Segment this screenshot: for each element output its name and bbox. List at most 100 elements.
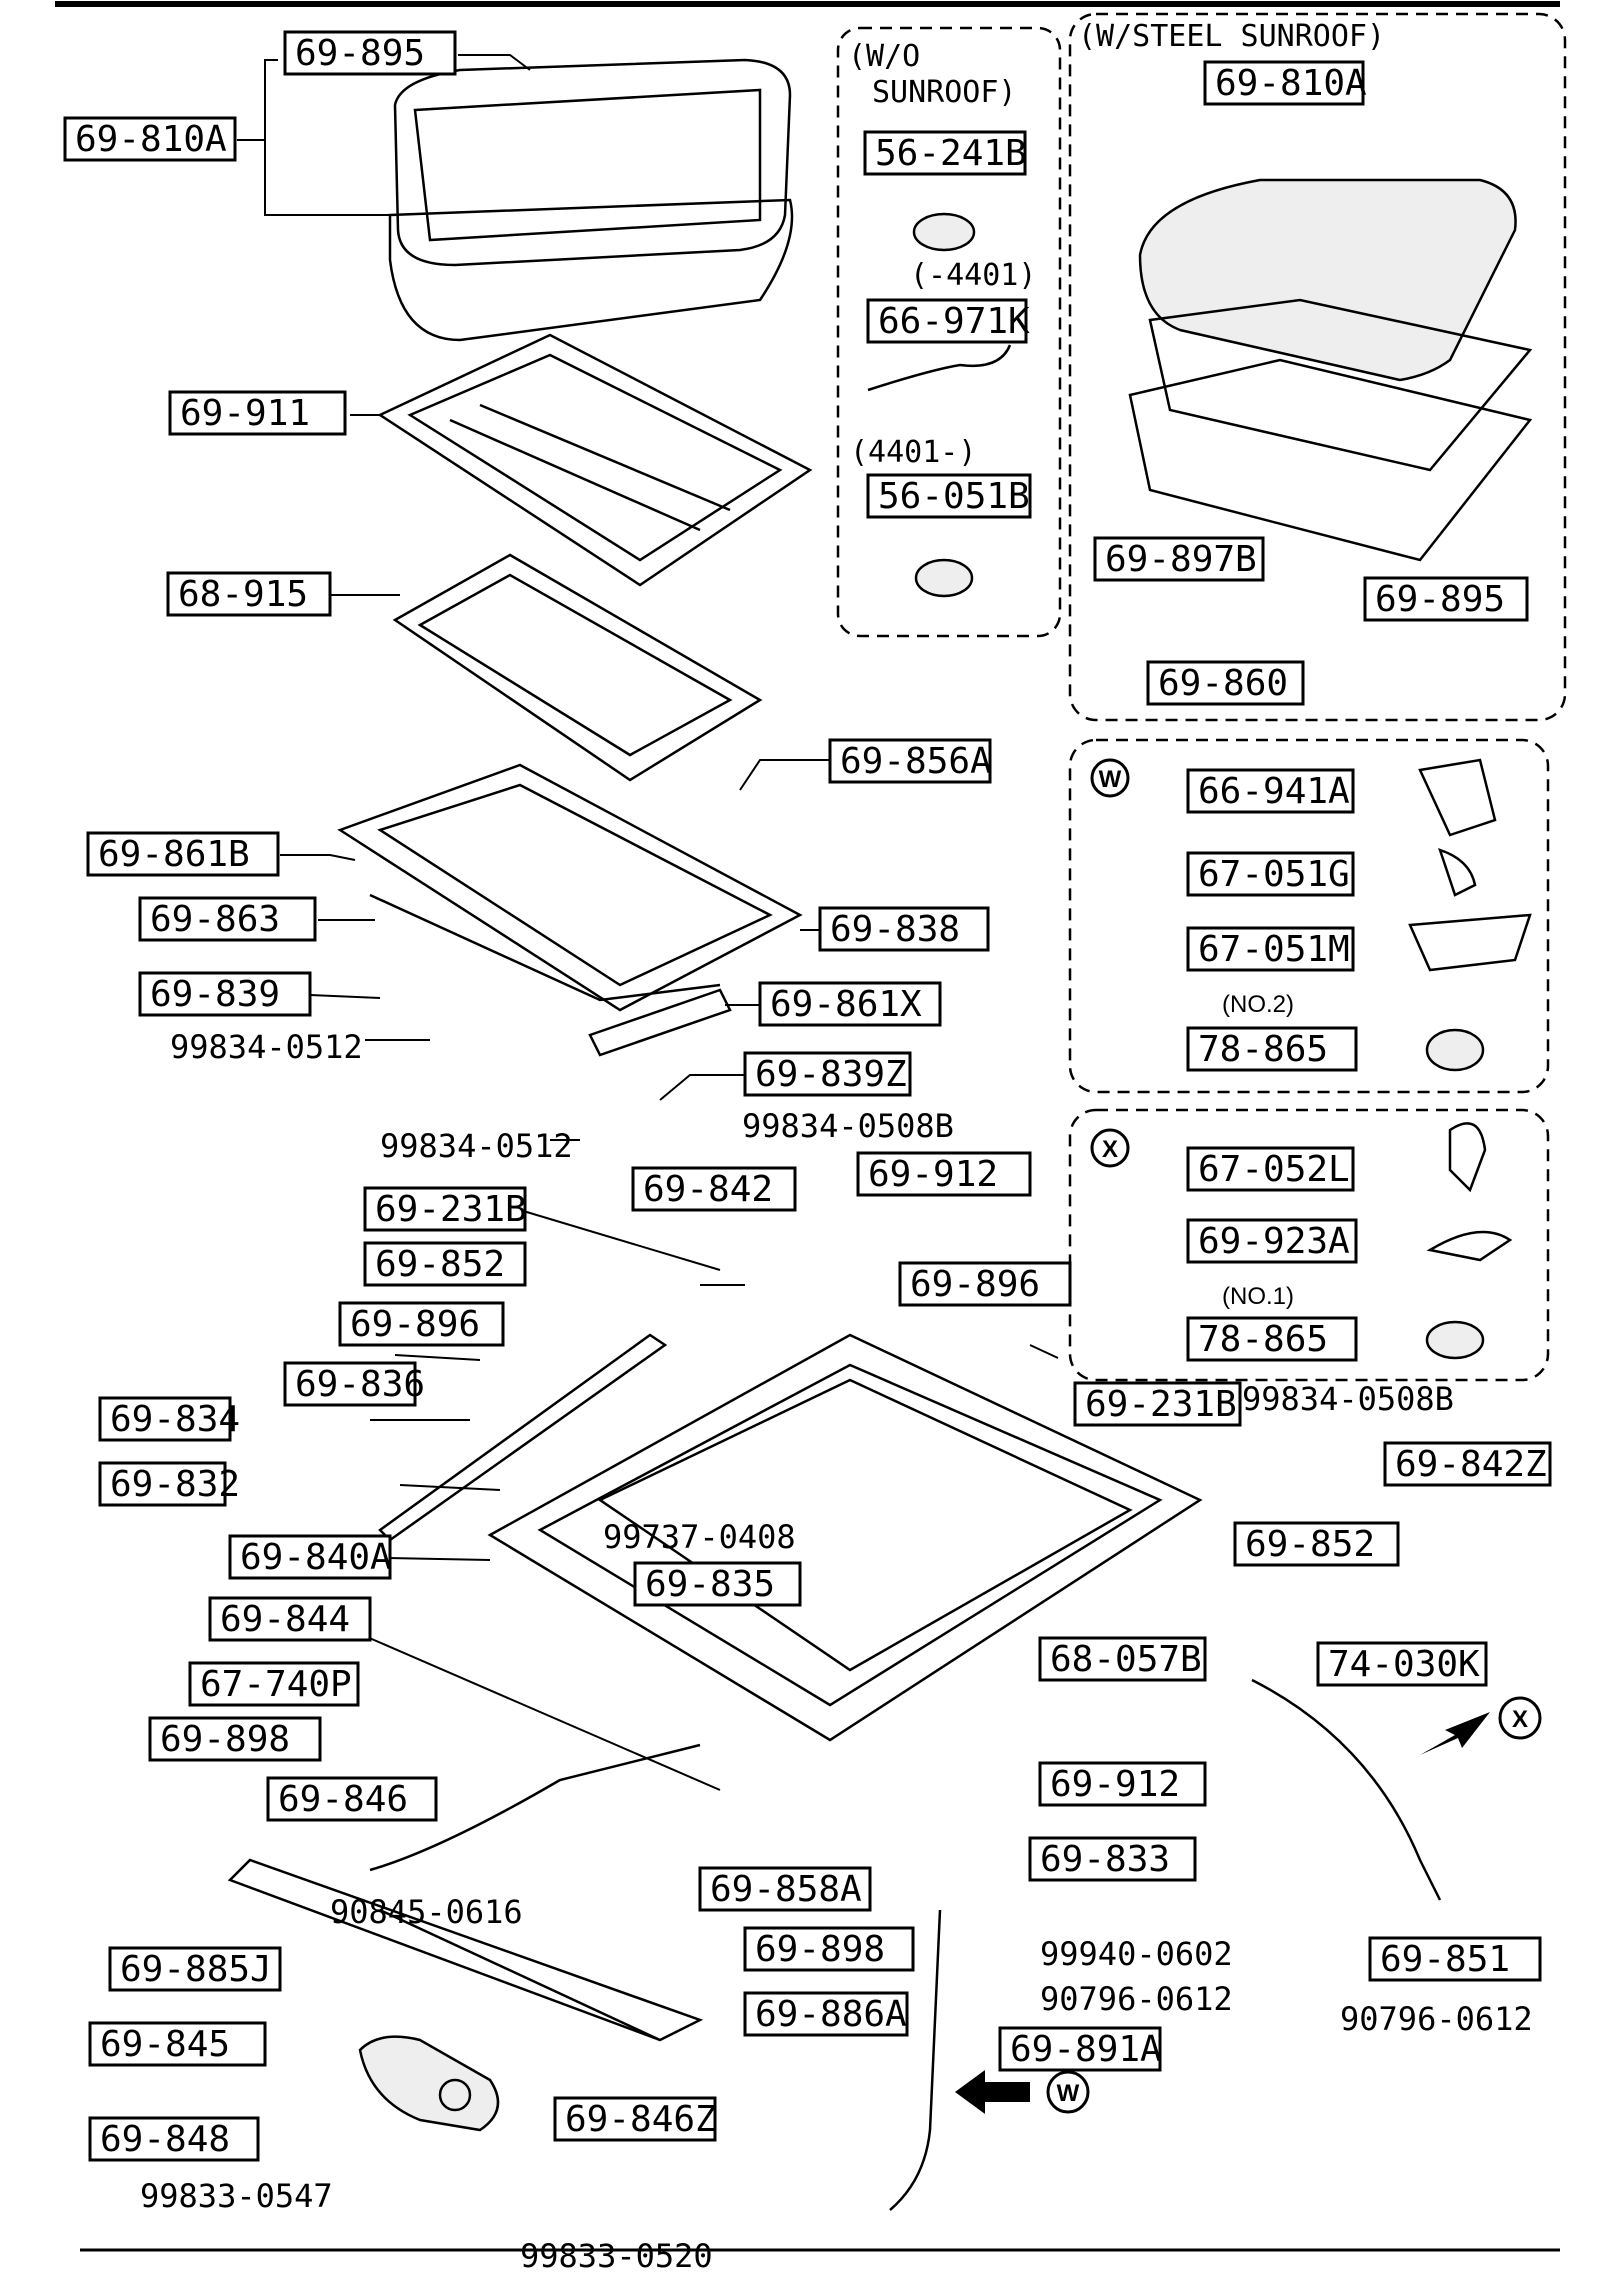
label-67-052l-box [1186, 1146, 1355, 1192]
label-69-842z-text: 69-842Z [1395, 1444, 1547, 1485]
label-69-912-b-text: 69-912 [1050, 1764, 1180, 1805]
label-69-832: 69-832 [98, 1461, 240, 1507]
label-78-865-a-box [1186, 1026, 1358, 1072]
label-69-835: 69-835 [633, 1561, 802, 1607]
label-69-896-a: 69-896 [338, 1301, 505, 1347]
label-69-923a-text: 69-923A [1198, 1221, 1350, 1262]
label-66-941a-text: 66-941A [1198, 771, 1350, 812]
label-69-231b-b: 69-231B [1073, 1381, 1242, 1427]
label-69-896-b-box [898, 1261, 1072, 1307]
label-69-861x: 69-861X [758, 981, 942, 1027]
arrow-w [955, 2070, 1030, 2114]
label-69-851-text: 69-851 [1380, 1939, 1510, 1980]
label-69-840a: 69-840A [228, 1534, 392, 1580]
label-69-861b-text: 69-861B [98, 834, 250, 875]
label-69-834: 69-834 [98, 1396, 240, 1442]
label-69-840a-text: 69-840A [240, 1537, 392, 1578]
label-68-057b-box [1038, 1636, 1207, 1682]
label-56-241b-box [863, 130, 1027, 176]
label-69-842z-box [1383, 1441, 1552, 1487]
arrow-x [1420, 1712, 1490, 1755]
label-69-911: 69-911 [168, 390, 347, 436]
label-69-839: 69-839 [138, 971, 312, 1017]
fastener-90796-0612-b: 90796-0612 [1340, 2000, 1533, 2038]
label-69-895-steel-text: 69-895 [1375, 579, 1505, 620]
wo-sunroof-box [836, 26, 1062, 638]
label-69-895-steel-box [1363, 576, 1529, 622]
label-69-848-text: 69-848 [100, 2119, 230, 2160]
label-69-886a: 69-886A [743, 1991, 909, 2037]
note-range-2: (4401-) [850, 435, 976, 470]
label-67-051m-text: 67-051M [1198, 929, 1350, 970]
label-69-861b: 69-861B [86, 831, 280, 877]
label-69-838: 69-838 [818, 906, 990, 952]
label-69-851: 69-851 [1368, 1936, 1542, 1982]
label-69-852-b-text: 69-852 [1245, 1524, 1375, 1565]
label-69-898-b-text: 69-898 [755, 1929, 885, 1970]
x-clip-box [1068, 1108, 1550, 1382]
deflector-frame-drawing [337, 763, 803, 1057]
label-69-898-a-text: 69-898 [160, 1719, 290, 1760]
label-69-835-box [633, 1561, 802, 1607]
label-69-846-box [266, 1776, 438, 1822]
main-frame-drawing [487, 1333, 1203, 1742]
grommets-drawing [867, 212, 1012, 598]
label-69-846z-text: 69-846Z [565, 2099, 717, 2140]
label-69-836: 69-836 [283, 1361, 425, 1407]
svg-text:X: X [1102, 1136, 1118, 1163]
label-69-858a-box [698, 1866, 872, 1912]
label-69-810a-main: 69-810A [63, 116, 237, 162]
fastener-99940-0602: 99940-0602 [1040, 1935, 1233, 1973]
label-67-051m-box [1186, 926, 1355, 972]
fastener-99833-0520: 99833-0520 [520, 2237, 713, 2275]
label-69-845-text: 69-845 [100, 2024, 230, 2065]
callout-x-1: X [1090, 1128, 1130, 1168]
label-69-832-text: 69-832 [110, 1464, 240, 1505]
label-69-898-b-box [743, 1926, 915, 1972]
label-69-836-text: 69-836 [295, 1364, 425, 1405]
label-69-896-a-text: 69-896 [350, 1304, 480, 1345]
label-67-051m: 67-051M [1186, 926, 1355, 972]
label-68-057b-text: 68-057B [1050, 1639, 1202, 1680]
label-69-851-box [1368, 1936, 1542, 1982]
label-67-051g-text: 67-051G [1198, 854, 1350, 895]
label-69-231b-a: 69-231B [363, 1186, 527, 1232]
label-69-842z: 69-842Z [1383, 1441, 1552, 1487]
label-67-052l-text: 67-052L [1198, 1149, 1350, 1190]
fastener-99834-0508b-a: 99834-0508B [742, 1107, 954, 1145]
label-78-865-a: 78-865 [1186, 1026, 1358, 1072]
label-78-865-b-text: 78-865 [1198, 1319, 1328, 1360]
svg-text:W: W [1099, 766, 1122, 793]
label-74-030k-box [1316, 1641, 1488, 1687]
label-69-861x-text: 69-861X [770, 984, 922, 1025]
label-69-860-text: 69-860 [1158, 663, 1288, 704]
fastener-99834-0508b-b: 99834-0508B [1242, 1380, 1454, 1418]
label-69-860-box [1146, 660, 1305, 706]
label-69-912-b: 69-912 [1038, 1761, 1207, 1807]
label-67-051g: 67-051G [1186, 851, 1355, 897]
label-69-897b-box [1093, 536, 1265, 582]
label-69-852-a-text: 69-852 [375, 1244, 505, 1285]
frame-drawing [392, 553, 763, 782]
note-no1: (NO.1) [1222, 1283, 1294, 1310]
label-69-923a-box [1186, 1218, 1358, 1264]
glass-lid-drawing [388, 58, 794, 342]
label-69-852-a: 69-852 [363, 1241, 527, 1287]
label-78-865-b-box [1186, 1316, 1358, 1362]
label-67-052l: 67-052L [1186, 1146, 1355, 1192]
label-69-895-top-text: 69-895 [295, 33, 425, 74]
svg-text:W: W [1057, 2080, 1080, 2107]
label-69-898-a-box [148, 1716, 322, 1762]
label-69-838-box [818, 906, 990, 952]
label-69-810a-steel-text: 69-810A [1215, 63, 1367, 104]
label-66-971k-box [866, 298, 1028, 344]
callout-w-1: W [1090, 758, 1130, 798]
label-69-838-text: 69-838 [830, 909, 960, 950]
label-69-911-text: 69-911 [180, 393, 310, 434]
label-67-740p-text: 67-740P [200, 1664, 352, 1705]
label-69-912-b-box [1038, 1761, 1207, 1807]
label-69-895-top: 69-895 [283, 30, 457, 76]
label-69-885j: 69-885J [108, 1946, 282, 1992]
label-66-971k-text: 66-971K [878, 301, 1030, 342]
label-69-923a: 69-923A [1186, 1218, 1358, 1264]
